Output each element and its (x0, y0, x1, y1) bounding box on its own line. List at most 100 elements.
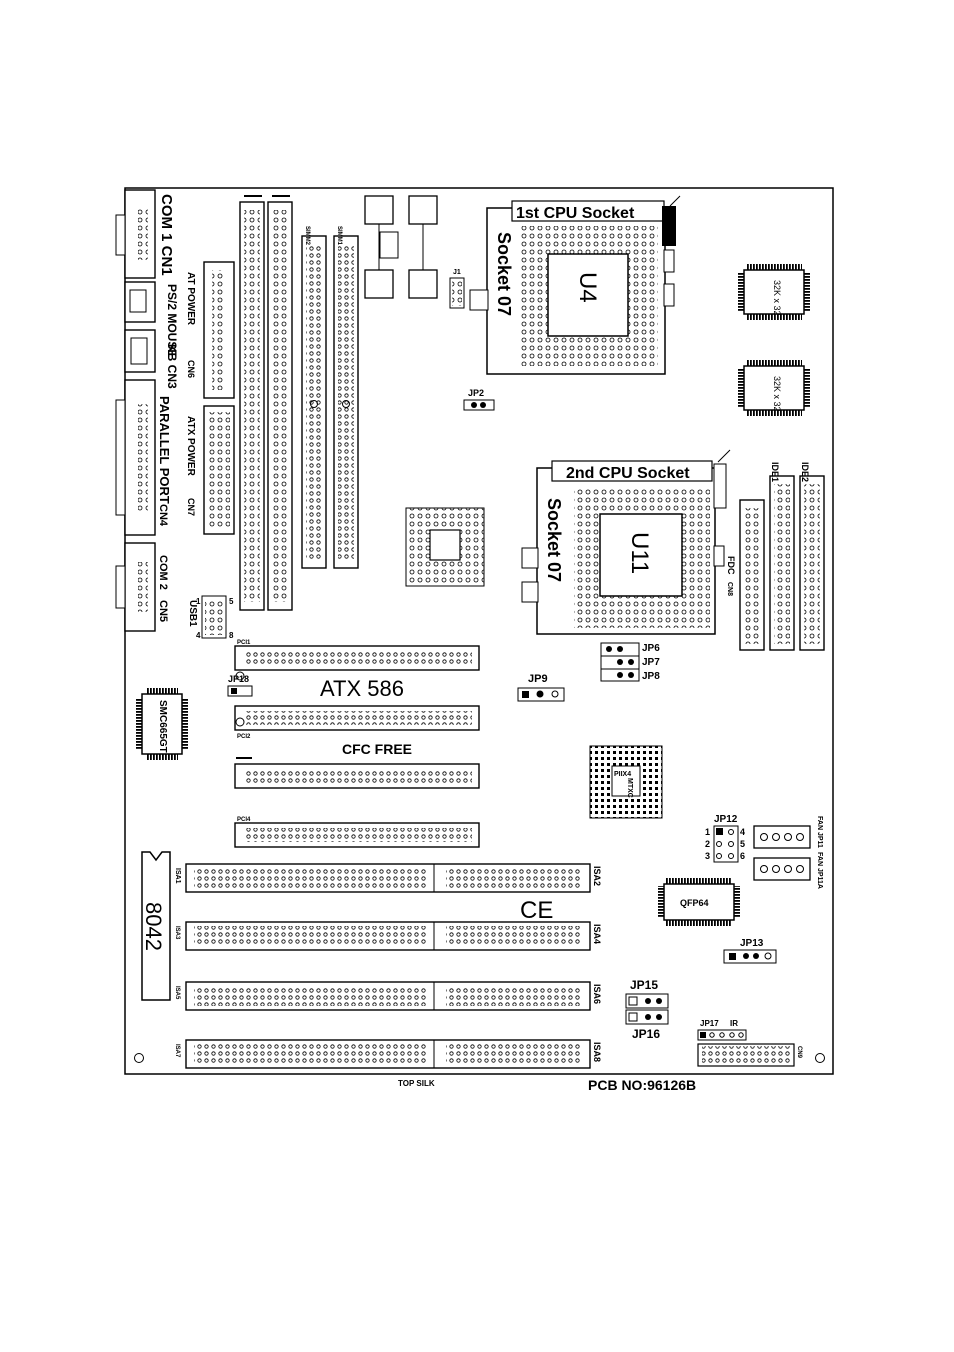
com2-label: COM 2 (157, 555, 169, 590)
usb-pin1: 1 (196, 597, 201, 606)
usb1-header: USB1 1 5 4 8 (187, 595, 234, 640)
jp13-jumper: JP13 (723, 938, 777, 964)
jp17-label: JP17 (700, 1019, 719, 1028)
cn4-label: CN4 (157, 504, 169, 527)
jp2-label: JP2 (468, 388, 484, 398)
ce-mark: CE (520, 897, 553, 924)
mtxc-label: MTXC (626, 778, 633, 798)
isa6-label: ISA6 (592, 984, 602, 1004)
pci2-label: PCI2 (237, 734, 251, 740)
jp6-label: JP6 (642, 643, 660, 654)
jp13-label: JP13 (740, 938, 764, 949)
fdc-label: FDC (726, 556, 736, 575)
cn7-label: CN7 (186, 498, 196, 516)
sram-chip-1: 32K x 32 (738, 264, 810, 320)
at-power-label: AT POWER (185, 272, 196, 326)
keyboard-connector: KB CN3 (124, 329, 179, 389)
simm1-label: SIMM1 (336, 226, 342, 246)
usb1-label: USB1 (187, 600, 198, 627)
isa4-label: ISA4 (592, 924, 602, 944)
fan-connectors: FAN JP11 FAN JP11A (753, 816, 823, 889)
voltage-regulators (364, 195, 438, 299)
south-bridge-chip: PIIX4 MTXC (589, 745, 663, 819)
sram1-label: 32K x 32 (772, 280, 782, 316)
cfc-free-label: CFC FREE (342, 741, 412, 757)
fan2-label: FAN JP11A (816, 852, 823, 889)
jp17-ir-header: JP17 IR CN9 (697, 1019, 802, 1067)
jp12-pin6: 6 (740, 851, 745, 861)
ide1-label: IDE1 (770, 462, 780, 482)
parallel-port-connector: PARALLEL PORT CN4 (115, 379, 172, 536)
keyboard-controller-chip: 8042 (141, 851, 171, 1001)
cpu2-chip: U11 (626, 532, 653, 574)
cpu2-title: 2nd CPU Socket (566, 465, 690, 482)
com1-connector: COM 1 CN1 (115, 189, 175, 279)
piix-label: PIIX4 (614, 771, 631, 778)
isa1-label: ISA1 (174, 868, 181, 884)
isa8-label: ISA8 (592, 1042, 602, 1062)
isa5-label: ISA5 (174, 986, 180, 1000)
north-bridge-chip (405, 507, 485, 587)
cn5-label: CN5 (157, 600, 169, 622)
com2-connector: COM 2 CN5 (115, 542, 169, 632)
top-silk-label: TOP SILK (398, 1079, 435, 1088)
cpu2-socket: 2nd CPU Socket U11 Socket 07 (521, 449, 731, 635)
jp12-pin3: 3 (705, 851, 710, 861)
ide2-label: IDE2 (800, 462, 810, 482)
usb-pin4: 4 (196, 631, 201, 640)
jp12-pin5: 5 (740, 839, 745, 849)
cn6-label: CN6 (186, 360, 196, 378)
pci-slots: PCI1 PCI2 PCI4 (234, 640, 480, 848)
fdc-connector: FDC CN8 (726, 499, 765, 651)
qfp64-chip: QFP64 (658, 878, 740, 926)
j1-label: J1 (453, 269, 461, 276)
kbc-label: 8042 (141, 902, 166, 951)
jp18-jumper: JP18 (227, 674, 253, 697)
ide1-connector: IDE1 (769, 462, 795, 651)
memory-slots-left (239, 195, 293, 611)
cpu1-socket: 1st CPU Socket U4 Socket 07 (469, 195, 681, 375)
pci4-label: PCI4 (237, 817, 251, 823)
jp12-pin1: 1 (705, 827, 710, 837)
jp15-label: JP15 (630, 978, 658, 992)
smc-io-chip: SMC665GT (136, 688, 188, 760)
ir-label: IR (730, 1019, 738, 1028)
j1-jumper: J1 (449, 269, 465, 309)
atx-power-connector: ATX POWER CN7 (185, 405, 235, 535)
fan1-label: FAN JP11 (816, 816, 823, 848)
cpu1-title: 1st CPU Socket (516, 205, 635, 222)
jp12-jumper: JP12 1 2 3 4 5 6 (705, 814, 745, 863)
jp7-label: JP7 (642, 657, 660, 668)
usb-pin5: 5 (229, 597, 234, 606)
isa2-label: ISA2 (592, 866, 602, 886)
kb-label: KB CN3 (165, 344, 179, 389)
jp6-jp8-jumpers: JP6 JP7 JP8 (600, 642, 660, 682)
ps2-label: PS/2 MOUSE (165, 284, 179, 357)
com1-label: COM 1 CN1 (158, 194, 175, 276)
cn8-label: CN8 (726, 582, 733, 596)
qfp-label: QFP64 (680, 898, 709, 908)
jp9-label: JP9 (528, 673, 548, 685)
cpu2-socket-label: Socket 07 (544, 498, 564, 582)
jp9-jumper: JP9 (517, 673, 565, 702)
cpu1-socket-label: Socket 07 (494, 232, 514, 316)
jp15-jp16-jumpers: JP15 JP16 (625, 978, 669, 1041)
jp12-label: JP12 (714, 814, 738, 825)
pcb-number: PCB NO:96126B (588, 1077, 696, 1093)
sram-chip-2: 32K x 32 (738, 360, 810, 416)
jp12-pin4: 4 (740, 827, 745, 837)
board-model: ATX 586 (320, 676, 404, 701)
smc-label: SMC665GT (157, 700, 168, 753)
usb-pin8: 8 (229, 631, 234, 640)
isa3-label: ISA3 (174, 926, 180, 940)
at-power-connector: AT POWER CN6 (185, 261, 235, 399)
jp16-label: JP16 (632, 1027, 660, 1041)
jp12-pin2: 2 (705, 839, 710, 849)
jp2-jumper: JP2 (463, 388, 495, 411)
cn9-label: CN9 (796, 1046, 802, 1059)
simm2-label: SIMM2 (304, 226, 310, 246)
jp18-label: JP18 (228, 674, 249, 684)
isa-slots: ISA1 ISA2 ISA3 ISA4 ISA5 ISA6 ISA7 ISA8 (174, 863, 602, 1069)
jp8-label: JP8 (642, 671, 660, 682)
parallel-label: PARALLEL PORT (157, 396, 172, 504)
